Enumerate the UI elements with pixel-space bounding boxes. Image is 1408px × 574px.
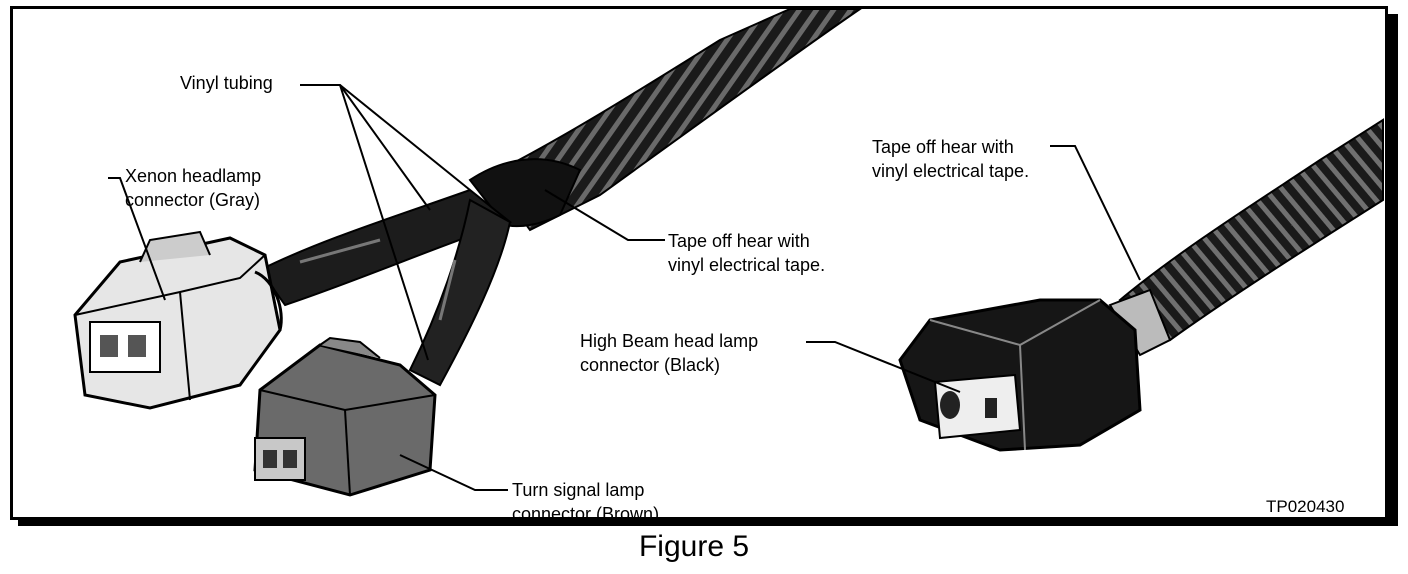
xenon-connector-gray (73, 230, 283, 410)
figure-caption: Figure 5 (638, 530, 750, 563)
tape-center-label-line2: vinyl electrical tape. (668, 255, 826, 275)
xenon-label-line2: connector (Gray) (125, 190, 261, 210)
turn-signal-label-line1: Turn signal lamp (512, 480, 645, 500)
high-beam-connector-black (898, 298, 1142, 452)
tape-right-label-line1: Tape off hear with (872, 137, 1014, 157)
vinyl-tubing-branches (258, 188, 513, 387)
right-harness-corrugated (1108, 118, 1384, 357)
turn-signal-connector-brown (253, 336, 437, 497)
high-beam-label-line1: High Beam head lamp (580, 331, 759, 351)
leader-lines (108, 84, 1141, 491)
turn-signal-label-line2: connector (Brown) (512, 504, 660, 524)
frame-shadow-bottom (18, 520, 1398, 526)
tape-center-label-line1: Tape off hear with (668, 231, 810, 251)
xenon-label-line1: Xenon headlamp (125, 166, 262, 186)
figure-frame (10, 6, 1388, 520)
tape-right-label-line2: vinyl electrical tape. (872, 161, 1030, 181)
figure-code: TP020430 (1266, 497, 1345, 516)
high-beam-label-line2: connector (Black) (580, 355, 721, 375)
frame-shadow-right (1388, 14, 1398, 526)
main-harness-corrugated (468, 8, 864, 232)
vinyl-tubing-label: Vinyl tubing (180, 73, 273, 93)
